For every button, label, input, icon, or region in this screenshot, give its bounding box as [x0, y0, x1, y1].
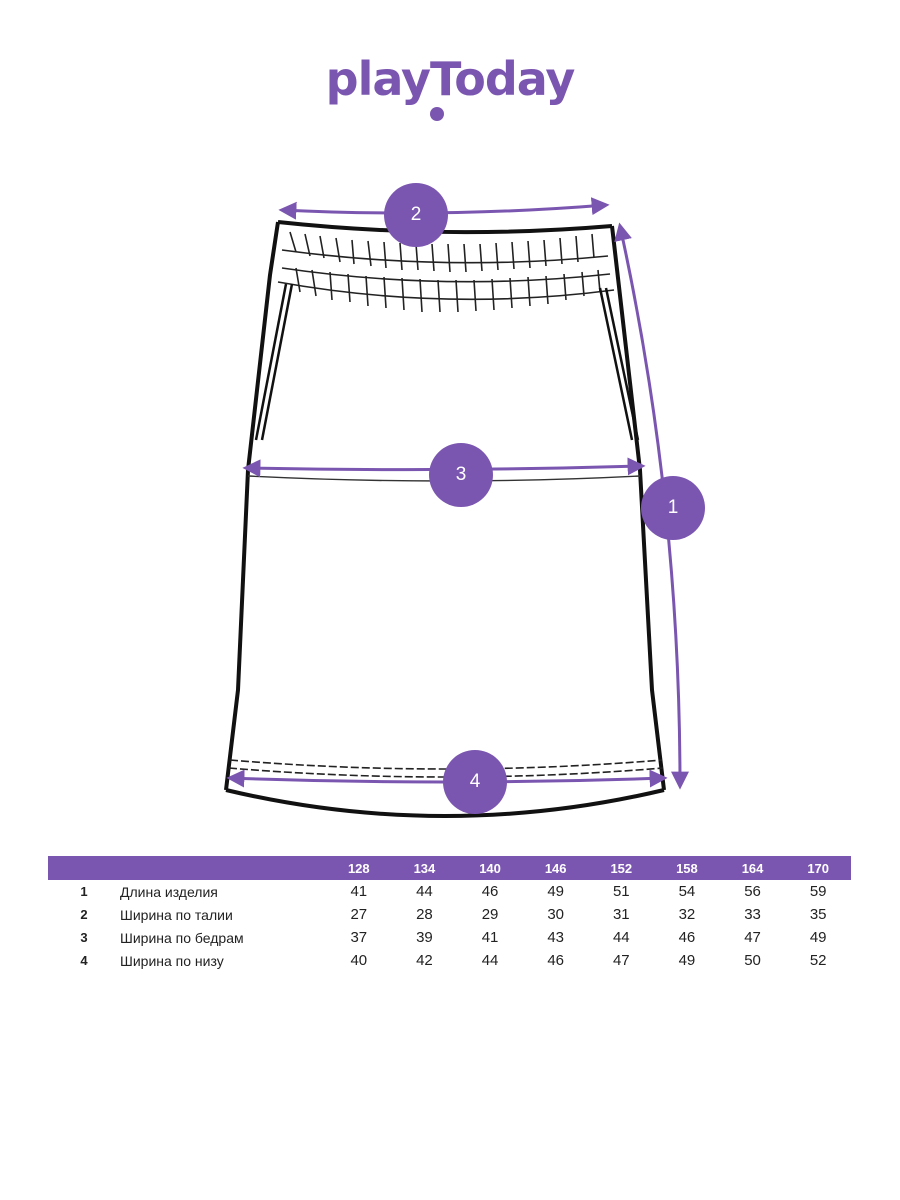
size-table: 128 134 140 146 152 158 164 170 1 Длина …	[48, 856, 851, 972]
size-col: 164	[741, 860, 764, 876]
size-col: 152	[610, 860, 633, 876]
callout-2: 2	[384, 183, 448, 247]
table-cell: 43	[547, 929, 565, 946]
size-col: 146	[544, 860, 567, 876]
waistband-gathers	[277, 231, 615, 313]
skirt-drawing	[224, 197, 689, 818]
table-cell: 28	[416, 906, 433, 923]
table-row: 1 Длина изделия 41 44 46 49 51 54 56 59	[48, 880, 851, 903]
table-cell: 35	[809, 906, 827, 923]
table-cell: 52	[809, 952, 827, 969]
table-cell: 42	[416, 952, 433, 969]
size-col: 158	[676, 860, 698, 876]
table-cell: 41	[481, 929, 499, 946]
table-cell: 44	[481, 952, 499, 969]
table-cell: 47	[744, 929, 761, 946]
table-row: 3 Ширина по бедрам 37 39 41 43 44 46 47 …	[48, 926, 851, 949]
pocket-lines	[254, 283, 640, 441]
table-cell: 40	[350, 952, 368, 969]
table-row: 2 Ширина по талии 27 28 29 30 31 32 33 3…	[48, 903, 851, 926]
logo-dot	[430, 107, 444, 121]
table-cell: 44	[416, 883, 433, 900]
table-row: 4 Ширина по низу 40 42 44 46 47 49 50 52	[48, 949, 851, 972]
table-cell: 47	[612, 952, 630, 969]
table-cell: 46	[481, 883, 499, 900]
row-label: Ширина по талии	[120, 906, 233, 923]
table-cell: 41	[350, 883, 368, 900]
row-number: 2	[80, 907, 88, 922]
size-col: 128	[347, 860, 370, 876]
table-cell: 51	[612, 883, 630, 900]
row-label: Длина изделия	[120, 883, 218, 900]
table-cell: 31	[612, 906, 630, 923]
table-cell: 30	[547, 906, 565, 923]
size-col: 134	[413, 860, 436, 876]
table-cell: 59	[809, 883, 827, 900]
table-cell: 50	[744, 952, 761, 969]
table-cell: 46	[547, 952, 565, 969]
table-cell: 54	[678, 883, 696, 900]
header-blank	[48, 856, 120, 880]
brand-logo: playToday	[325, 52, 576, 106]
table-cell: 29	[481, 906, 499, 923]
row-number: 3	[80, 930, 88, 945]
callout-1: 1	[641, 476, 705, 540]
table-cell: 49	[809, 929, 827, 946]
table-cell: 49	[547, 883, 565, 900]
row-label: Ширина по низу	[120, 952, 224, 969]
row-number: 4	[80, 953, 88, 968]
table-cell: 33	[744, 906, 761, 923]
callout-3: 3	[429, 443, 493, 507]
header-blank	[120, 856, 326, 880]
table-cell: 37	[350, 929, 368, 946]
size-header-row: 128 134 140 146 152 158 164 170	[48, 856, 851, 880]
size-col: 170	[807, 860, 830, 876]
skirt-outline	[224, 220, 666, 818]
callout-4: 4	[443, 750, 507, 814]
size-col: 140	[479, 860, 501, 876]
table-cell: 27	[350, 906, 368, 923]
row-label: Ширина по бедрам	[120, 929, 244, 946]
table-cell: 49	[678, 952, 696, 969]
table-cell: 56	[744, 883, 761, 900]
row-number: 1	[80, 884, 88, 899]
table-cell: 44	[612, 929, 630, 946]
table-cell: 39	[416, 929, 433, 946]
table-cell: 46	[678, 929, 696, 946]
table-cell: 32	[678, 906, 696, 923]
